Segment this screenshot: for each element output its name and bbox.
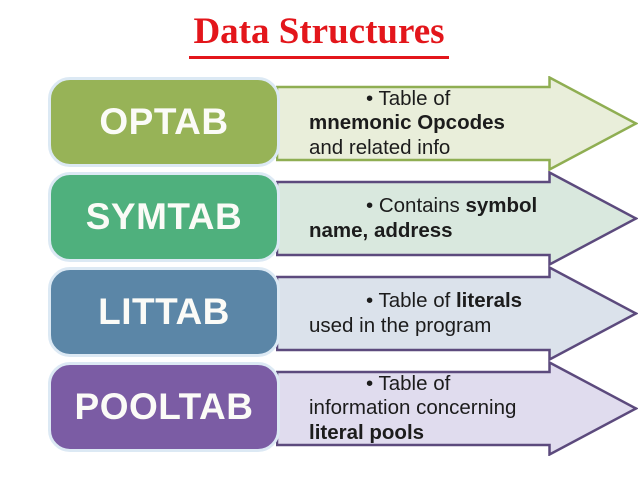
- table-name-box: POOLTAB: [48, 362, 280, 452]
- arrow-banner: • Contains symbol name, address: [276, 171, 638, 266]
- diagram-row: SYMTAB • Contains symbol name, address: [0, 171, 638, 266]
- bullet-marker: •: [365, 194, 379, 218]
- slide-title: Data Structures: [189, 11, 449, 59]
- arrow-description-text: Table of mnemonic Opcodes and related in…: [309, 87, 511, 159]
- arrow-shape: [276, 266, 638, 361]
- bullet-marker: •: [365, 289, 379, 313]
- table-name-label: SYMTAB: [85, 196, 243, 237]
- arrow-description: • Contains symbol name, address: [292, 170, 538, 267]
- table-name-label: OPTAB: [99, 101, 229, 142]
- arrow-shape: [276, 76, 638, 171]
- diagram-row: POOLTAB • Table of information concernin…: [0, 361, 638, 456]
- bullet-marker: •: [365, 87, 379, 111]
- table-name-box: SYMTAB: [48, 172, 280, 262]
- slide-title-area: Data Structures: [0, 11, 638, 59]
- arrow-description-text: Table of information concerning literal …: [309, 372, 523, 444]
- arrow-shape: [276, 171, 638, 266]
- arrow-banner: • Table of information concerning litera…: [276, 361, 638, 456]
- table-name-box: OPTAB: [48, 77, 280, 167]
- arrow-description: • Table of information concerning litera…: [292, 348, 538, 469]
- arrow-text-zone: • Table of literals used in the program: [292, 275, 538, 352]
- arrow-banner: • Table of literals used in the program: [276, 266, 638, 361]
- diagram-row: LITTAB • Table of literals used in the p…: [0, 266, 638, 361]
- arrow-description-text: Contains symbol name, address: [309, 194, 543, 242]
- table-name-box: LITTAB: [48, 267, 280, 357]
- diagram-rows: OPTAB • Table of mnemonic Opcodes and re…: [0, 76, 638, 456]
- bullet-marker: •: [365, 372, 379, 396]
- diagram-row: OPTAB • Table of mnemonic Opcodes and re…: [0, 76, 638, 171]
- table-name-label: POOLTAB: [74, 386, 254, 427]
- arrow-text-zone: • Contains symbol name, address: [292, 180, 538, 257]
- arrow-description: • Table of literals used in the program: [292, 265, 538, 362]
- table-name-label: LITTAB: [98, 291, 230, 332]
- arrow-description-text: Table of literals used in the program: [309, 289, 528, 337]
- arrow-text-zone: • Table of mnemonic Opcodes and related …: [292, 85, 538, 162]
- arrow-description: • Table of mnemonic Opcodes and related …: [292, 63, 538, 184]
- arrow-banner: • Table of mnemonic Opcodes and related …: [276, 76, 638, 171]
- arrow-text-zone: • Table of information concerning litera…: [292, 370, 538, 447]
- arrow-shape: [276, 361, 638, 456]
